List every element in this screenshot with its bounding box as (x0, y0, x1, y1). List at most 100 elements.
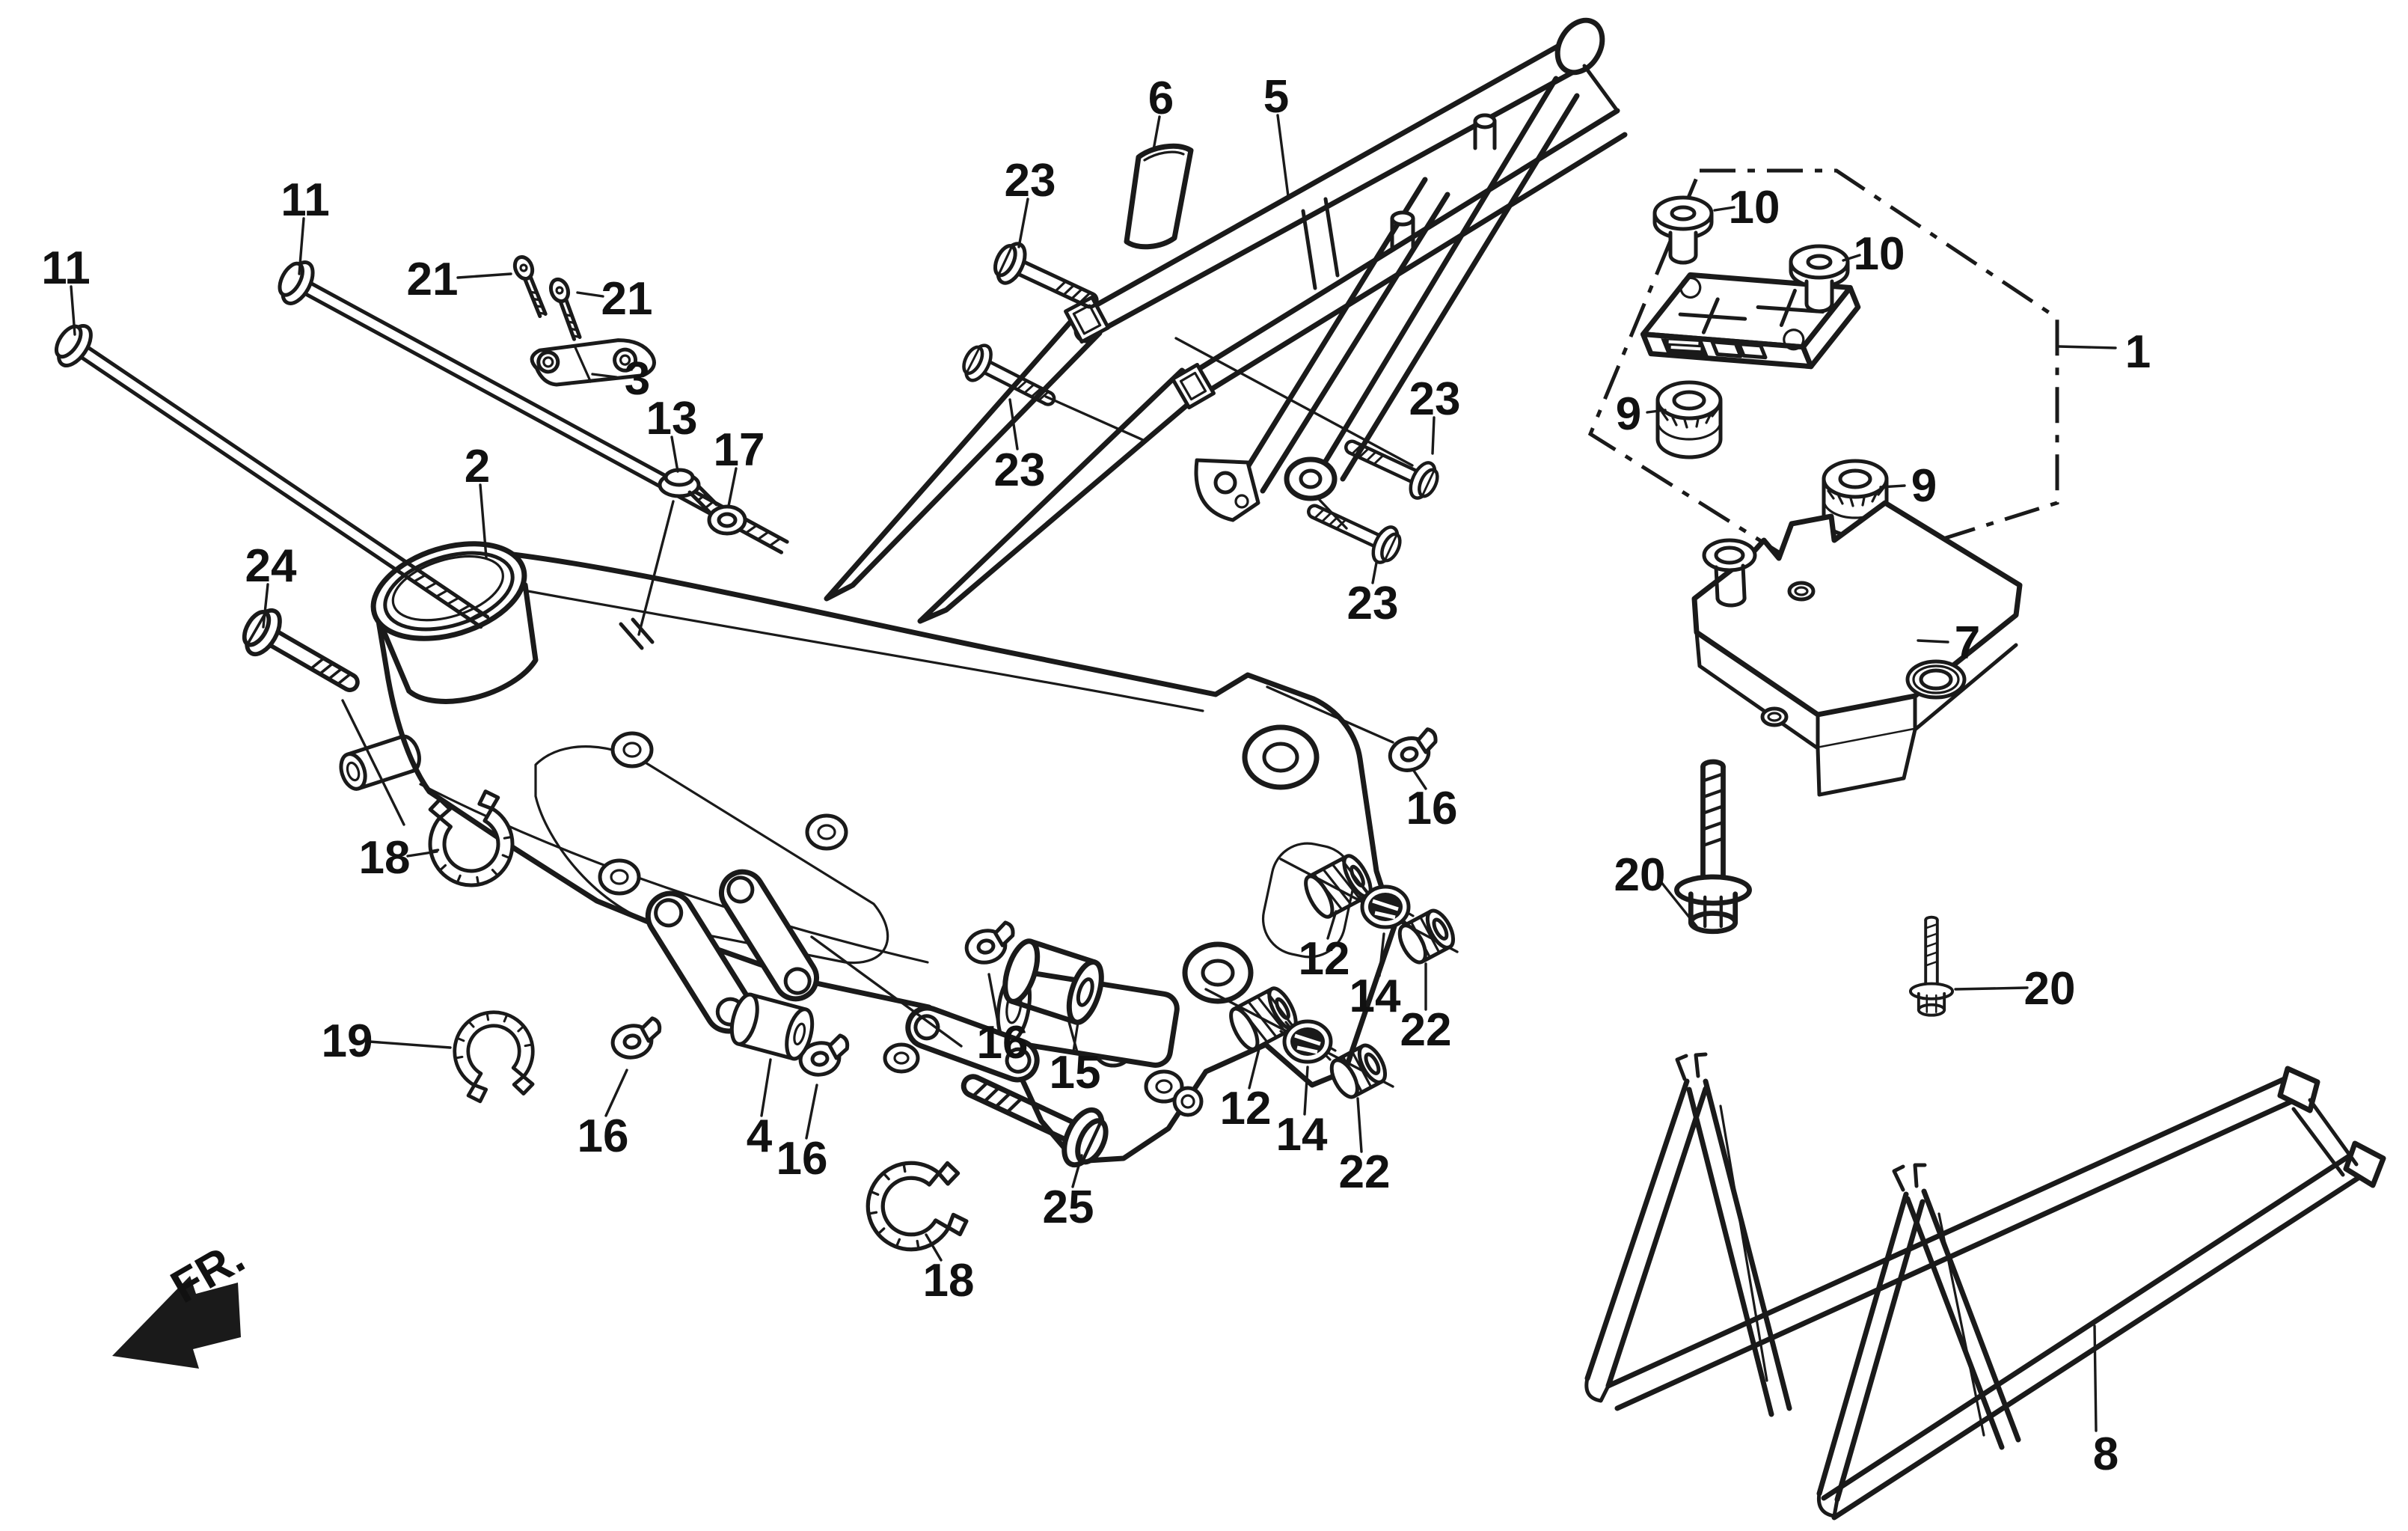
callout-leader-18-32 (925, 1233, 943, 1262)
callout-label-10-16: 10 (1854, 228, 1905, 280)
fr-arrow (112, 1276, 241, 1369)
bolt-24 (236, 603, 369, 707)
callout-label-23-12: 23 (994, 444, 1046, 496)
callout-label-11-0: 11 (41, 242, 91, 294)
callout-label-23-14: 23 (1347, 578, 1399, 629)
assembly-1-boundary (1587, 168, 2059, 580)
bolt-23-c (1338, 428, 1443, 504)
callout-label-20-22: 20 (2024, 963, 2076, 1015)
callout-leader-20-22 (1954, 986, 2029, 991)
callout-label-11-1: 11 (281, 174, 330, 226)
pivot-area (1172, 724, 1355, 1117)
callout-leader-11-1 (298, 217, 305, 275)
callout-leader-15-29 (1067, 1018, 1079, 1054)
callout-label-14-34: 14 (1349, 971, 1401, 1022)
cdi-module (1640, 272, 1861, 370)
callout-leader-10-15 (1713, 206, 1735, 212)
callout-label-12-36: 12 (1220, 1083, 1272, 1134)
callout-leader-20-21 (1659, 880, 1698, 928)
callout-label-24-8: 24 (245, 540, 297, 592)
callout-label-23-13: 23 (1409, 373, 1461, 425)
callout-label-12-33: 12 (1299, 933, 1350, 985)
callout-leader-23-12 (1008, 398, 1019, 450)
callout-leader-8-39 (2093, 1324, 2098, 1432)
screw-21-a (512, 254, 550, 318)
callout-leader-7-20 (1917, 639, 1949, 644)
bolt-20-b (1908, 915, 1955, 1017)
callout-label-20-21: 20 (1614, 849, 1666, 901)
screw-21-b (548, 277, 585, 341)
callout-leader-9-19 (1879, 484, 1906, 489)
nut-14-upper (1358, 887, 1413, 927)
washer-16-a (1385, 728, 1442, 774)
callout-label-17-6: 17 (714, 424, 765, 476)
collar-4 (729, 992, 815, 1061)
tray-7 (1691, 500, 2023, 797)
callout-leader-23-14 (1371, 561, 1378, 584)
callout-label-1-17: 1 (2125, 326, 2151, 378)
capnut-13 (658, 468, 719, 514)
subframe (1064, 17, 1628, 522)
leader-lines (70, 114, 2117, 1432)
callout-leader-17-6 (727, 467, 738, 507)
callout-leader-16-23 (1412, 769, 1427, 790)
callout-leader-2-7 (479, 483, 488, 559)
bolt-23-d (1301, 492, 1406, 568)
callout-label-6-9: 6 (1148, 73, 1174, 124)
callout-leader-12-36 (1248, 1045, 1261, 1090)
bolt-20-a (1676, 762, 1749, 932)
callout-label-16-30: 16 (977, 1017, 1029, 1069)
callout-leader-18-24 (406, 850, 438, 858)
callout-label-22-38: 22 (1339, 1146, 1391, 1198)
callout-leader-13-5 (670, 436, 679, 473)
callout-leader-4-27 (760, 1058, 772, 1117)
callout-label-19-25: 19 (322, 1015, 373, 1067)
callout-label-18-32: 18 (923, 1255, 975, 1307)
callout-leader-23-11 (1017, 198, 1029, 248)
work-stand (1584, 1052, 2386, 1521)
bolt-11-left (54, 324, 490, 629)
callout-label-25-31: 25 (1043, 1182, 1094, 1233)
callout-leader-14-34 (1378, 932, 1385, 977)
callout-label-21-3: 21 (601, 273, 653, 325)
callout-leader-5-10 (1276, 114, 1290, 198)
callout-label-5-10: 5 (1263, 71, 1289, 123)
callout-label-16-26: 16 (578, 1110, 629, 1162)
callout-leader-25-31 (1071, 1154, 1083, 1188)
washer-17 (707, 504, 747, 536)
callout-label-16-23: 16 (1406, 783, 1458, 834)
circlip-18-b (861, 1155, 969, 1256)
callout-leader-6-9 (1152, 115, 1161, 151)
collar-10-a (1655, 198, 1712, 263)
callout-leader-21-3 (576, 291, 604, 298)
callout-label-16-28: 16 (776, 1133, 828, 1185)
hanger-arms (645, 869, 1040, 1083)
circlip-19 (448, 1006, 540, 1104)
roller-15 (1002, 938, 1104, 1025)
callout-label-13-5: 13 (646, 393, 698, 444)
washer-16-b (610, 1018, 664, 1061)
callout-label-4-27: 4 (747, 1110, 773, 1162)
callout-leader-23-13 (1431, 416, 1436, 455)
callout-leader-19-25 (368, 1040, 452, 1049)
callout-label-23-11: 23 (1005, 155, 1056, 207)
frame-stud (619, 617, 655, 650)
callout-leader-10-16 (1842, 254, 1861, 262)
callout-label-14-37: 14 (1276, 1109, 1328, 1161)
rubber-strip-6 (1124, 143, 1194, 250)
callout-label-15-29: 15 (1050, 1047, 1101, 1098)
callout-label-21-2: 21 (407, 254, 459, 305)
callout-label-18-24: 18 (359, 832, 411, 884)
callout-leader-24-8 (262, 583, 269, 629)
fr-arrow-icon (112, 1276, 241, 1369)
callout-leader-1-17 (2057, 345, 2117, 349)
callout-label-3-4: 3 (625, 353, 650, 405)
callout-leader-16-28 (805, 1084, 818, 1140)
callout-leader-21-2 (456, 272, 512, 279)
hose-fitting (339, 734, 421, 791)
callout-label-7-20: 7 (1955, 617, 1980, 669)
callout-leader-3-4 (591, 373, 618, 379)
